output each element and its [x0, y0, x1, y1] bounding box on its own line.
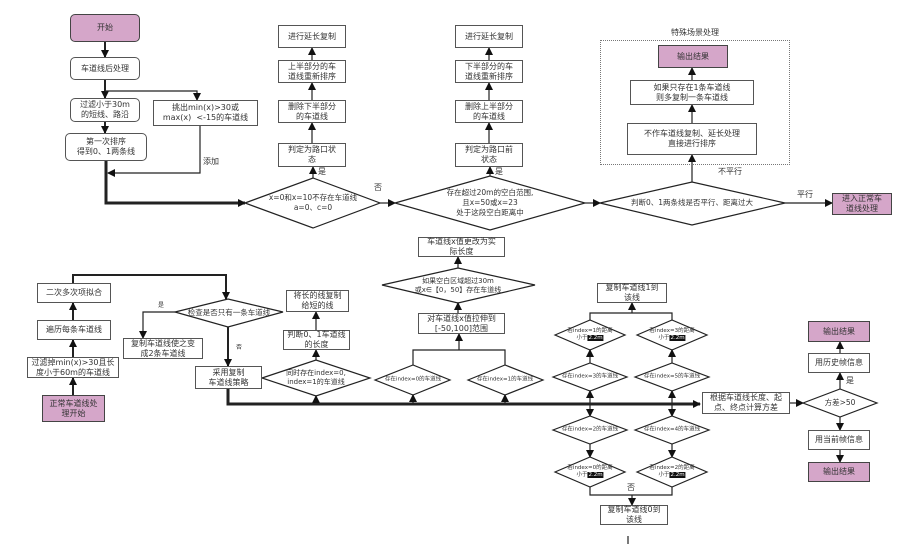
duplicate-to-two-box: 复制车道线使之变 成2条车道线	[123, 338, 203, 359]
single-lane-copy-box: 如果只存在1条车道线 则多复制一条车道线	[630, 80, 754, 105]
decision-exist-idx4-text: 存在index=4的车道线	[643, 426, 701, 433]
normal-start-terminal: 正常车道线处 理开始	[42, 395, 105, 422]
filter-60m-box: 过滤掉min(x)>30且长 度小于60m的车道线	[27, 357, 119, 378]
decision-gap-text: 存在超过20m的空白范围, 且x=50或x=23 处于这段空白距离中	[446, 188, 534, 217]
connector-arrow	[139, 311, 175, 339]
threshold-highlight: 2.2m	[669, 472, 686, 478]
pre-junction-delete-box: 删除上半部分 的车道线	[455, 100, 523, 123]
threshold-highlight: 2.2m	[587, 335, 604, 341]
no-label: 否	[627, 483, 635, 492]
connector-line	[589, 487, 673, 496]
no-copy-sort-box: 不作车道线复制、延长处理 直接进行排序	[627, 123, 757, 155]
decision-exist-idx5-text: 存在index=5的车道线	[643, 373, 701, 380]
add-label: 添加	[203, 157, 219, 166]
decision-parallel-text: 判断0、1两条线是否平行、距离过大	[630, 198, 754, 207]
junction-resort-box: 上半部分的车 道线重新排序	[278, 60, 346, 83]
dist-text: 小于	[658, 335, 670, 341]
connector-arrow-add	[107, 126, 201, 177]
yes-label: 是	[158, 302, 165, 309]
post-process-box: 车道线后处理	[70, 57, 140, 80]
decision-dist-idx2-text: 若index=2的距离小于2.2m	[649, 465, 695, 479]
decision-diamond-exist-idx4	[633, 415, 711, 445]
decision-exist-idx2-text: 存在index=2的车道线	[561, 426, 619, 433]
decision-diamond-idx1	[466, 364, 545, 396]
decision-diamond-both-index	[260, 359, 372, 397]
traverse-lanes-box: 遍历每条车道线	[37, 320, 111, 340]
decision-diamond-single-lane	[172, 298, 284, 328]
special-scenario-title: 特殊场景处理	[671, 28, 719, 37]
output-top-terminal: 输出结果	[808, 321, 870, 342]
pick-out-box: 挑出min(x)>30或 max(x) <-15的车道线	[153, 100, 258, 126]
polynomial-fit-box: 二次多次项拟合	[37, 283, 111, 303]
not-parallel-label: 不平行	[718, 167, 742, 176]
dist-text: 小于	[576, 335, 588, 341]
special-output-terminal: 输出结果	[658, 45, 728, 68]
decision-exist-idx3-text: 存在index=3的车道线	[561, 373, 619, 380]
judge-length-box: 判断0、1车道线 的长度	[283, 330, 350, 350]
special-scenario-group	[600, 40, 790, 165]
compute-variance-box: 根据车道线长度、起 点、终点计算方差	[702, 392, 790, 414]
connector-arrow-main	[104, 161, 246, 207]
yes-label: 是	[846, 376, 854, 385]
threshold-highlight: 2.2m	[669, 335, 686, 341]
dist-text: 若index=3的距离	[649, 328, 695, 334]
pre-junction-extend-box: 进行延长复制	[455, 25, 523, 48]
decision-single-lane-text: 检查是否只有一条车道线	[187, 308, 271, 317]
dist-text: 若index=0的距离	[567, 465, 613, 471]
normal-entry-terminal: 进入正常车 道线处理	[832, 193, 892, 215]
no-label: 否	[236, 344, 243, 351]
junction-extend-box: 进行延长复制	[278, 25, 346, 48]
decision-both-index-text: 同时存在index=0, index=1的车道线	[286, 369, 346, 386]
no-label: 否	[374, 183, 382, 192]
start-terminal: 开始	[70, 14, 140, 42]
decision-missing-lane-text: x=0和x=10不存在车道线 a=0、c=0	[268, 193, 358, 212]
decision-diamond-exist-idx2	[551, 415, 629, 445]
pre-junction-resort-box: 下半部分的车 道线重新排序	[455, 60, 523, 83]
decision-dist-idx3-text: 若index=3的距离小于2.2m	[649, 328, 695, 342]
dist-text: 小于	[576, 472, 588, 478]
decision-diamond-blank-area	[381, 267, 536, 304]
current-frame-box: 用当前帧信息	[808, 430, 870, 450]
connector-arrow	[72, 274, 230, 300]
decision-diamond-idx0	[373, 364, 452, 396]
decision-dist-idx1-text: 若index=1的距离小于2.2m	[567, 328, 613, 342]
connector-line	[412, 349, 506, 365]
dist-text: 小于	[658, 472, 670, 478]
yes-label: 是	[495, 167, 503, 176]
connector-arrow	[105, 90, 201, 101]
decision-diamond-exist-idx3	[551, 362, 629, 392]
decision-idx1-text: 存在index=1的车道线	[476, 376, 534, 383]
pre-junction-judge-box: 判定为路口前 状态	[455, 143, 523, 167]
connector-arrow-main	[226, 389, 701, 408]
dist-text: 若index=1的距离	[567, 328, 613, 334]
copy-lane0-box: 复制车道线0到 该线	[600, 505, 668, 525]
yes-label: 是	[318, 167, 326, 176]
threshold-highlight: 2.2m	[587, 472, 604, 478]
history-frame-box: 用历史帧信息	[808, 353, 870, 373]
decision-diamond-exist-idx5	[633, 362, 711, 392]
stretch-x-box: 对车道线x值拉伸到 [-50,100]范围	[418, 313, 505, 334]
decision-idx0-text: 存在index=0的车道线	[384, 376, 442, 383]
decision-diamond-variance	[801, 388, 879, 418]
dist-text: 若index=2的距离	[649, 465, 695, 471]
parallel-label: 平行	[797, 190, 813, 199]
copy-lane1-box: 复制车道线1到 该线	[597, 283, 667, 303]
decision-blank-area-text: 如果空白区域超过30m 或x∈【0，50】存在车道线	[414, 277, 502, 294]
copy-long-to-short-box: 将长的线复制 给短的线	[286, 290, 349, 312]
filter-short-box: 过滤小于30m 的短线、路沿	[70, 98, 140, 122]
decision-variance-text: 方差>50	[824, 398, 856, 407]
decision-dist-idx0-text: 若index=0的距离小于2.2m	[567, 465, 613, 479]
connector-line	[589, 312, 673, 320]
actual-length-box: 车道线x值更改为实 际长度	[418, 237, 505, 257]
first-sort-box: 第一次排序 得到0、1两条线	[65, 133, 147, 161]
output-bottom-terminal: 输出结果	[808, 462, 870, 482]
junction-judge-box: 判定为路口状 态	[278, 143, 346, 167]
copy-strategy-box: 采用复制 车道线策略	[195, 366, 262, 389]
junction-delete-box: 删除下半部分 的车道线	[278, 100, 346, 123]
